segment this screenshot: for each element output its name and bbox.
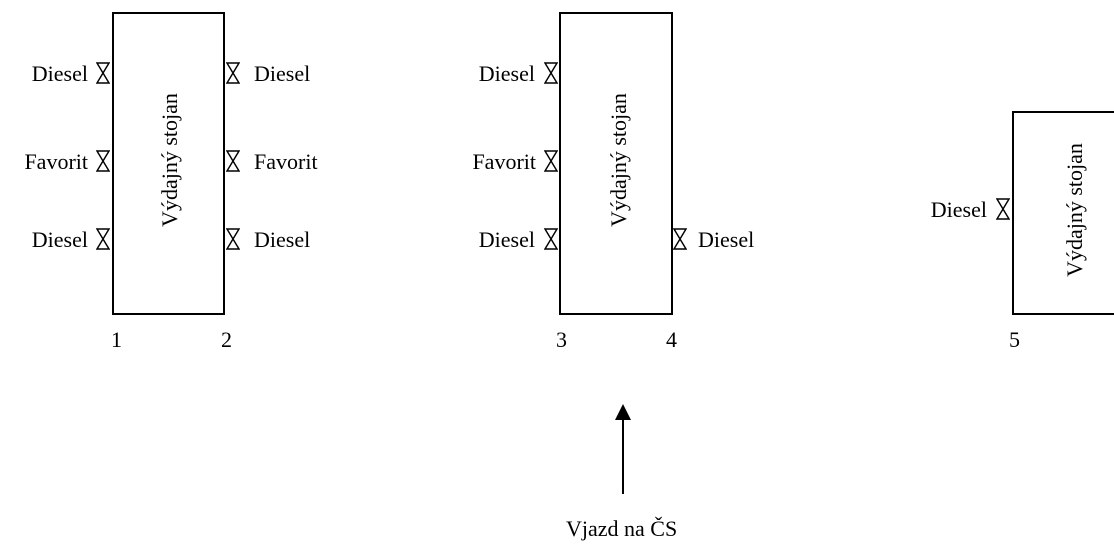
stand-number-1: 1 — [111, 327, 122, 352]
stand-number-4: 4 — [666, 327, 677, 352]
nozzle-icon — [544, 150, 558, 172]
dispenser-box-1 — [112, 12, 225, 315]
fuel-label-diesel-2-top-right: Diesel — [254, 61, 311, 86]
fuel-label-favorit-3-left: Favorit — [472, 149, 536, 174]
fuel-label-diesel-2-bottom-right: Diesel — [254, 227, 311, 252]
fuel-label-diesel-1-bottom-left: Diesel — [31, 227, 88, 252]
dispenser-box-2 — [559, 12, 673, 315]
nozzle-icon — [226, 62, 240, 84]
dispenser-label-2: Výdajný stojan — [606, 93, 631, 227]
nozzle-icon — [544, 62, 558, 84]
fuel-label-diesel-5-left: Diesel — [930, 197, 987, 222]
nozzle-icon — [996, 198, 1010, 220]
fuel-label-diesel-4-right: Diesel — [698, 227, 755, 252]
nozzle-icon — [96, 62, 110, 84]
dispenser-label-1: Výdajný stojan — [157, 93, 182, 227]
fuel-label-favorit-1-left: Favorit — [24, 149, 88, 174]
stand-number-2: 2 — [221, 327, 232, 352]
nozzle-icon — [96, 228, 110, 250]
stand-number-3: 3 — [556, 327, 567, 352]
fuel-label-diesel-1-top-left: Diesel — [31, 61, 88, 86]
fuel-label-diesel-3-bottom-left: Diesel — [478, 227, 535, 252]
fuel-label-diesel-3-top-left: Diesel — [478, 61, 535, 86]
entrance-label: Vjazd na ČS — [566, 516, 678, 541]
dispenser-box-3 — [1012, 111, 1114, 315]
nozzle-icon — [96, 150, 110, 172]
fuel-label-favorit-2-right: Favorit — [254, 149, 318, 174]
entrance-arrow-icon — [615, 404, 631, 494]
nozzle-icon — [226, 150, 240, 172]
stand-number-5: 5 — [1009, 327, 1020, 352]
dispenser-label-3: Výdajný stojan — [1062, 143, 1087, 277]
nozzle-icon — [544, 228, 558, 250]
nozzle-icon — [673, 228, 687, 250]
nozzle-icon — [226, 228, 240, 250]
